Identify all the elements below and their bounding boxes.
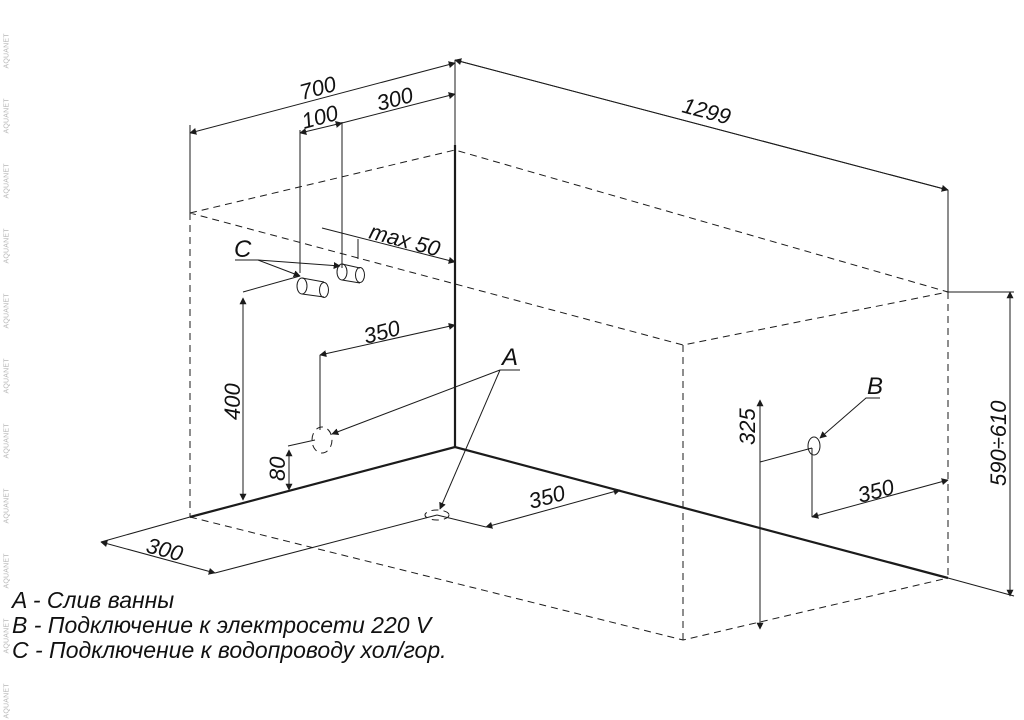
dimension-100: 100 (299, 100, 342, 134)
dimension-80: 80 (265, 456, 290, 481)
dimension-350-left: 350 (361, 315, 404, 349)
dimension-1299: 1299 (680, 93, 734, 130)
point-label-c: C (234, 236, 252, 263)
dimension-350-right: 350 (855, 474, 898, 508)
dimension-300: 300 (374, 82, 417, 116)
point-label-a: A (500, 344, 518, 371)
dimension-590-610: 590÷610 (986, 400, 1011, 486)
room-floor-lines (189, 145, 949, 580)
dimension-300-depth: 300 (144, 533, 187, 567)
bathtub-outline (189, 149, 949, 641)
dimension-lines (100, 58, 1015, 630)
dimension-400: 400 (220, 383, 245, 420)
legend-water: C - Подключение к водопроводу хол/гор. (12, 637, 447, 663)
legend-electric: B - Подключение к электросети 220 V (12, 612, 432, 638)
dimension-max-50: max 50 (367, 219, 444, 262)
point-label-b: B (867, 373, 883, 400)
cold-hot-water-connection (235, 259, 365, 298)
drain-connection (311, 369, 520, 521)
electric-connection (807, 397, 880, 456)
connection-legend: A - Слив ванны B - Подключение к электро… (12, 588, 447, 663)
dimension-325: 325 (735, 408, 760, 445)
legend-drain: A - Слив ванны (12, 587, 175, 613)
dimension-labels: 700 100 300 1299 max 50 350 400 80 300 3… (144, 71, 1011, 567)
dimension-350-drain: 350 (526, 480, 569, 514)
connection-points (235, 259, 880, 521)
point-labels: C A B (234, 236, 883, 400)
